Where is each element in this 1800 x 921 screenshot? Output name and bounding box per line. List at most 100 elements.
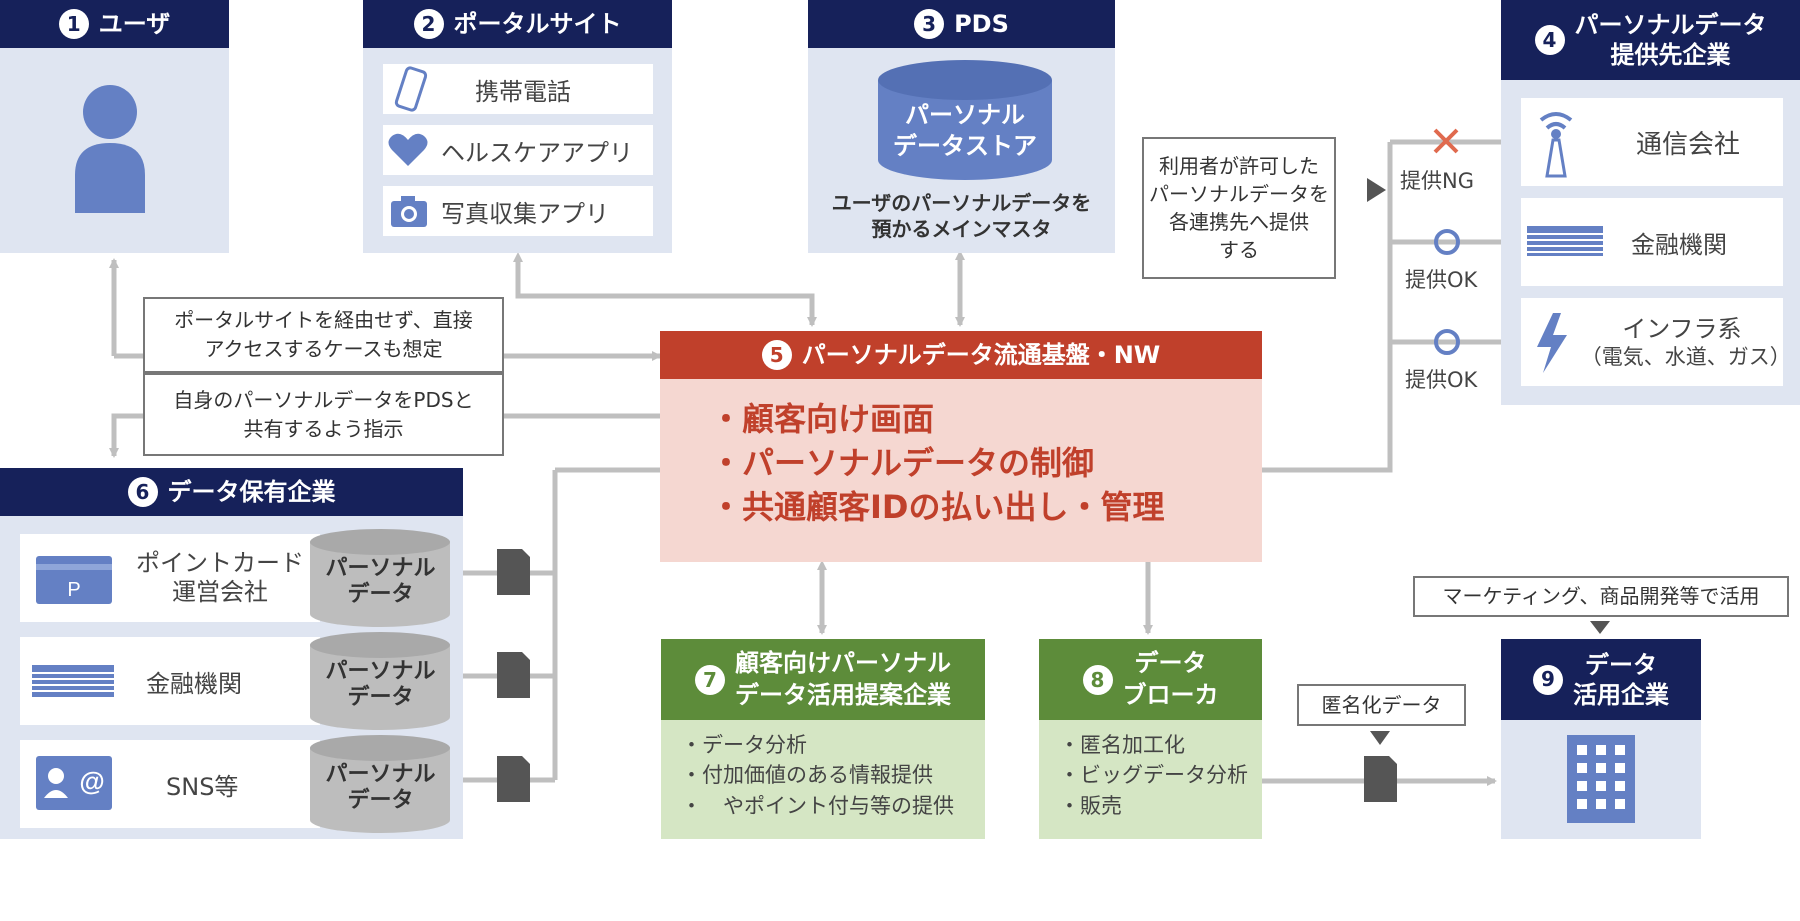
note-anonymized: 匿名化データ [1297,684,1466,726]
proposal-item: データ分析 [681,730,985,760]
pds-store-label: パーソナル データストア [893,101,1037,161]
portal-header: 2 ポータルサイト [363,0,672,48]
pds-caption: ユーザのパーソナルデータを 預かるメインマスタ [831,191,1092,241]
holders-title: データ保有企業 [167,478,336,506]
platform-header: 5 パーソナルデータ流通基盤・NW [660,331,1262,379]
platform-bullet: ・パーソナルデータの制御 [710,444,1095,483]
pds-title: PDS [954,10,1009,38]
proposal-header: 7 顧客向けパーソナルデータ活用提案企業 [661,639,985,720]
step-number: 7 [695,664,725,695]
step-number: 3 [914,9,945,39]
step-number: 4 [1534,25,1565,55]
holder-database-icon [310,529,450,627]
ng-mark [1433,128,1459,154]
step-number: 5 [761,340,792,370]
holder-label: 運営会社 [172,578,268,606]
broker-list: 匿名加工化 ビッグデータ分析 販売 [1039,720,1262,839]
user-panel: 1 ユーザ [0,0,229,253]
portal-panel: 2 ポータルサイト 携帯電話 ヘルスケアアプリ 写真収集アプリ [363,0,672,253]
banknote-stack-icon [32,665,114,697]
holder-cylinder-label: パーソナルデータ [325,762,436,814]
label-ok-1: 提供OK [1405,268,1478,292]
utilization-panel: 9 データ活用企業 [1501,639,1701,839]
note-share-instruction: 自身のパーソナルデータをPDSと 共有するよう指示 [143,373,504,456]
contact-card-icon: @ [36,756,112,810]
user-header: 1 ユーザ [0,0,229,48]
platform-bullet: ・共通顧客IDの払い出し・管理 [710,488,1165,527]
holder-cylinder-label: パーソナルデータ [325,659,436,711]
holder-label: SNS等 [166,772,239,801]
broker-item: 匿名加工化 [1059,730,1262,760]
holder-database-icon [310,632,450,730]
provider-telecom: 通信会社 [1521,98,1783,186]
holder-pointcard: P ポイントカード 運営会社 [20,534,320,622]
holder-label: ポイントカード [136,549,304,578]
broker-header: 8 データブローカ [1039,639,1262,720]
holder-label: 金融機関 [146,669,242,698]
pds-panel: 3 PDS パーソナル データストア ユーザのパーソナルデータを 預かるメインマ… [808,0,1115,253]
connector-platform-providers [1262,142,1393,473]
point-card-icon: P [36,556,112,604]
provider-finance: 金融機関 [1521,198,1783,286]
providers-panel: 4 パーソナルデータ提供先企業 通信会社 金融機関 インフラ系 （電気、水道、ガ… [1501,0,1800,405]
holder-cylinder-label: パーソナルデータ [325,556,436,608]
provider-label: 金融機関 [1631,230,1727,259]
banknote-stack-icon [1527,226,1603,256]
arrow-anon [1370,731,1390,745]
provider-sublabel: （電気、水道、ガス） [1580,344,1791,369]
step-number: 6 [127,477,158,507]
portal-item-mobile: 携帯電話 [383,64,653,114]
pds-header: 3 PDS [808,0,1115,48]
holders-panel: 6 データ保有企業 P ポイントカード 運営会社 パーソナルデータ 金融機関 パ… [0,468,463,839]
portal-item-health: ヘルスケアアプリ [383,125,653,175]
holder-finance: 金融機関 [20,637,320,725]
step-number: 1 [58,9,89,39]
broker-item: ビッグデータ分析 [1059,760,1262,790]
database-icon [878,60,1052,180]
provider-infra: インフラ系 （電気、水道、ガス） [1521,298,1791,386]
step-number: 8 [1082,664,1113,695]
provider-label: インフラ系 [1622,314,1742,343]
providers-header: 4 パーソナルデータ提供先企業 [1501,0,1800,80]
platform-bullet: ・顧客向け画面 [710,400,935,438]
proposal-item: ・やポイント付与等の提供 [681,791,985,821]
camera-icon [391,196,427,227]
svg-text:P: P [67,579,80,601]
utilization-header: 9 データ活用企業 [1501,639,1701,720]
antenna-icon [1539,112,1573,178]
proposal-list: データ分析 付加価値のある情報提供 ・やポイント付与等の提供 [661,720,985,839]
platform-bullets: ・顧客向け画面 ・パーソナルデータの制御 ・共通顧客IDの払い出し・管理 [660,379,1262,529]
platform-title: パーソナルデータ流通基盤・NW [801,341,1161,369]
portal-item-photo: 写真収集アプリ [383,186,653,236]
svg-text:@: @ [79,766,104,796]
provider-label: 通信会社 [1636,129,1741,160]
holders-header: 6 データ保有企業 [0,468,463,516]
note-marketing: マーケティング、商品開発等で活用 [1413,576,1789,617]
portal-item-label: 写真収集アプリ [441,199,609,228]
arrow-marketing [1590,621,1610,634]
step-number: 2 [413,9,444,39]
person-icon [75,85,145,213]
portal-item-label: 携帯電話 [475,77,571,106]
label-ng: 提供NG [1400,169,1474,193]
connector-portal-platform [513,252,817,327]
proposal-item: 付加価値のある情報提供 [681,760,985,790]
building-icon [1567,735,1635,823]
mobile-phone-icon [394,66,428,112]
heart-icon [388,133,428,166]
note-permit: 利用者が許可した パーソナルデータを 各連携先へ提供 する [1142,137,1336,279]
holder-sns: @ SNS等 [20,740,320,828]
portal-item-label: ヘルスケアアプリ [441,138,633,167]
label-ok-2: 提供OK [1405,368,1478,392]
ok-mark-2 [1434,329,1460,355]
ok-mark-1 [1434,229,1460,255]
document-icons [497,549,1397,802]
step-number: 9 [1533,664,1563,695]
broker-item: 販売 [1059,791,1262,821]
note-direct-access: ポータルサイトを経由せず、直接 アクセスするケースも想定 [143,297,504,373]
platform-panel: 5 パーソナルデータ流通基盤・NW ・顧客向け画面 ・パーソナルデータの制御 ・… [660,331,1262,562]
holder-database-icon [310,735,450,833]
portal-title: ポータルサイト [453,10,622,38]
